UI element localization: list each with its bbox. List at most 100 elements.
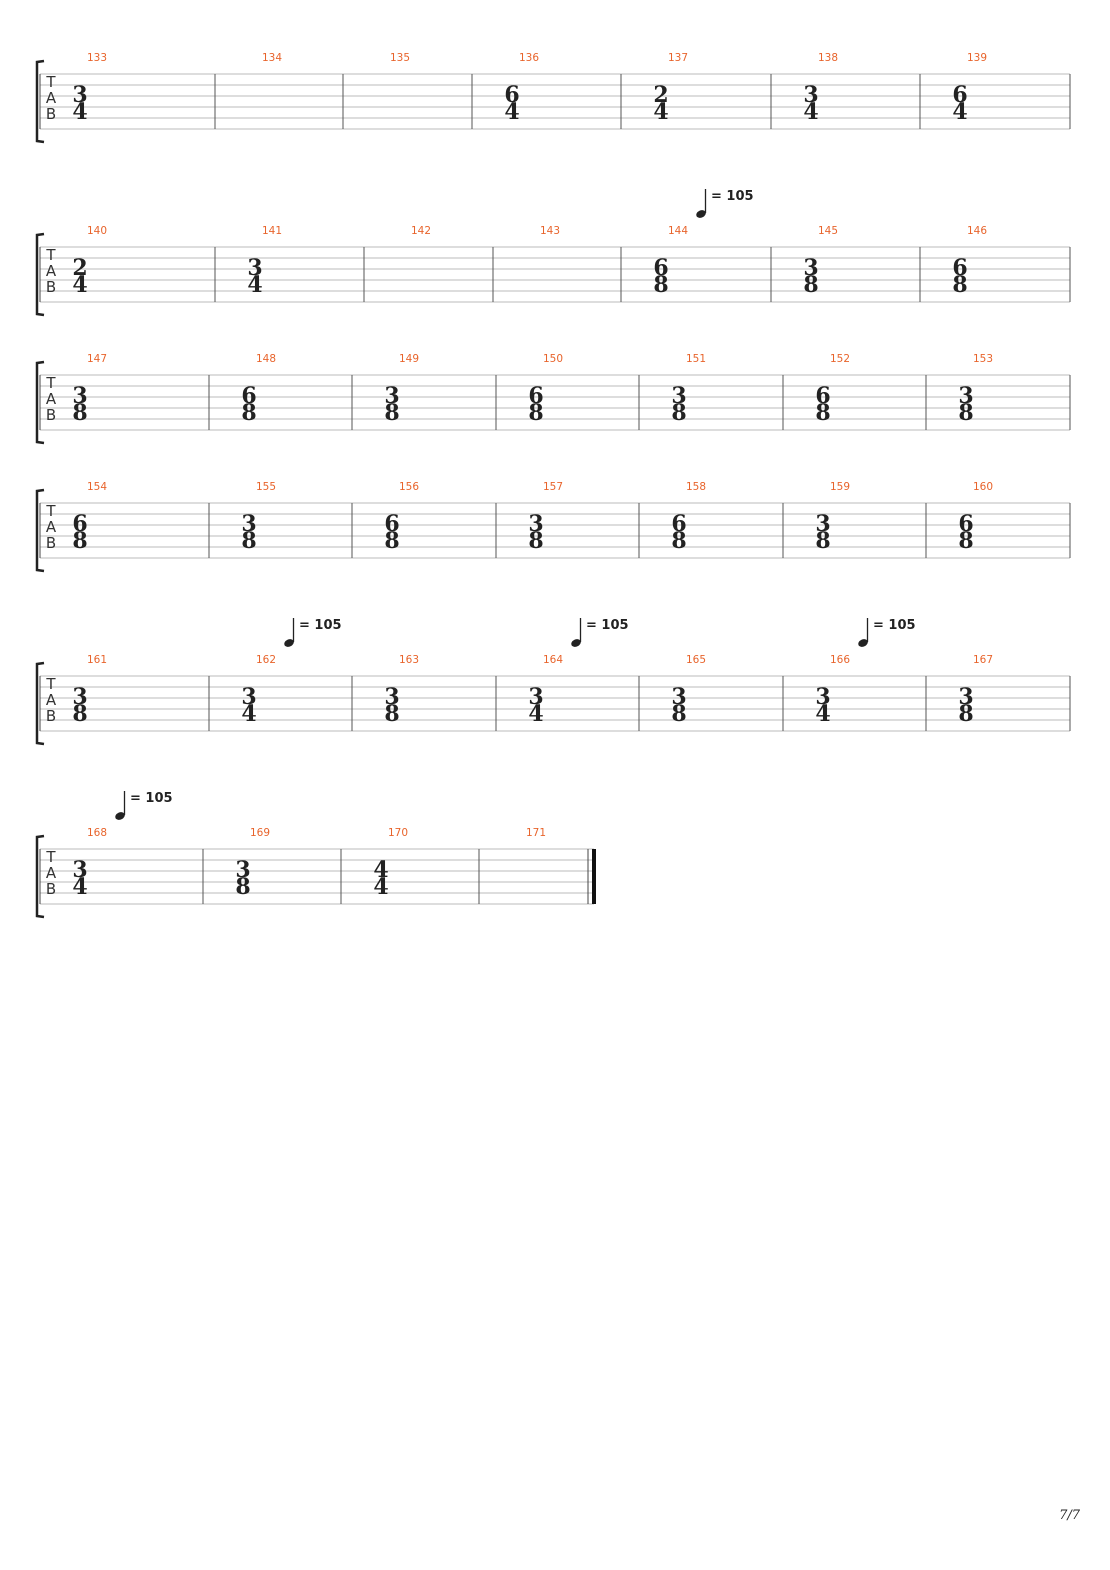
- time-signature-numerator: 6: [671, 511, 686, 537]
- tab-clef-letter: B: [46, 534, 56, 552]
- measure-number: 166: [830, 654, 850, 666]
- time-signature-numerator: 6: [952, 255, 967, 281]
- time-signature-numerator: 2: [653, 82, 668, 108]
- tab-clef-letter: A: [46, 262, 57, 280]
- time-signature-denominator: 8: [671, 528, 686, 554]
- quarter-note-icon: [696, 210, 706, 218]
- time-signature-numerator: 3: [671, 684, 686, 710]
- time-signature-numerator: 3: [72, 857, 87, 883]
- measure-number: 169: [250, 827, 270, 839]
- measure-number: 160: [973, 481, 993, 493]
- time-signature-numerator: 6: [528, 383, 543, 409]
- measure-number: 137: [668, 52, 688, 64]
- time-signature-denominator: 8: [815, 528, 830, 554]
- quarter-note-icon: [115, 812, 125, 820]
- time-signature-denominator: 4: [504, 99, 519, 125]
- tab-clef-letter: T: [45, 246, 56, 264]
- quarter-note-icon: [858, 639, 868, 647]
- measure-number: 145: [818, 225, 838, 237]
- measure-number: 141: [262, 225, 282, 237]
- time-signature-numerator: 3: [384, 383, 399, 409]
- time-signature-numerator: 3: [671, 383, 686, 409]
- time-signature-numerator: 4: [373, 857, 388, 883]
- page-number: 7/7: [1059, 1508, 1080, 1523]
- time-signature-numerator: 6: [504, 82, 519, 108]
- quarter-note-icon: [571, 639, 581, 647]
- measure-number: 168: [87, 827, 107, 839]
- tab-clef-letter: B: [46, 880, 56, 898]
- time-signature-numerator: 3: [72, 684, 87, 710]
- system-bracket: [35, 360, 45, 445]
- time-signature-denominator: 8: [671, 701, 686, 727]
- time-signature-numerator: 6: [72, 511, 87, 537]
- time-signature-numerator: 3: [528, 684, 543, 710]
- time-signature-numerator: 3: [815, 511, 830, 537]
- time-signature-denominator: 8: [815, 400, 830, 426]
- tempo-marking: = 105: [586, 618, 629, 633]
- time-signature-numerator: 3: [958, 383, 973, 409]
- measure-number: 156: [399, 481, 419, 493]
- measure-number: 139: [967, 52, 987, 64]
- tempo-marking: = 105: [711, 189, 754, 204]
- time-signature-denominator: 4: [653, 99, 668, 125]
- time-signature-denominator: 8: [958, 701, 973, 727]
- time-signature-numerator: 6: [815, 383, 830, 409]
- measure-number: 149: [399, 353, 419, 365]
- tab-clef-letter: A: [46, 864, 57, 882]
- time-signature-denominator: 4: [72, 99, 87, 125]
- tab-clef-letter: A: [46, 390, 57, 408]
- time-signature-denominator: 8: [241, 400, 256, 426]
- time-signature-denominator: 8: [803, 272, 818, 298]
- time-signature-denominator: 4: [72, 272, 87, 298]
- tempo-marking: = 105: [130, 791, 173, 806]
- time-signature-numerator: 3: [241, 511, 256, 537]
- time-signature-numerator: 3: [72, 383, 87, 409]
- measure-number: 164: [543, 654, 563, 666]
- time-signature-numerator: 3: [815, 684, 830, 710]
- time-signature-numerator: 3: [241, 684, 256, 710]
- measure-number: 154: [87, 481, 107, 493]
- time-signature-numerator: 6: [952, 82, 967, 108]
- measure-number: 146: [967, 225, 987, 237]
- tab-clef-letter: T: [45, 374, 56, 392]
- time-signature-numerator: 3: [247, 255, 262, 281]
- measure-number: 167: [973, 654, 993, 666]
- measure-number: 153: [973, 353, 993, 365]
- measure-number: 155: [256, 481, 276, 493]
- time-signature-denominator: 8: [72, 701, 87, 727]
- time-signature-denominator: 8: [653, 272, 668, 298]
- measure-number: 133: [87, 52, 107, 64]
- measure-number: 162: [256, 654, 276, 666]
- time-signature-denominator: 4: [952, 99, 967, 125]
- tab-clef-letter: A: [46, 518, 57, 536]
- tab-clef-letter: T: [45, 502, 56, 520]
- time-signature-numerator: 3: [803, 82, 818, 108]
- measure-number: 135: [390, 52, 410, 64]
- measure-number: 148: [256, 353, 276, 365]
- tab-clef-letter: B: [46, 278, 56, 296]
- measure-number: 143: [540, 225, 560, 237]
- tab-clef-letter: T: [45, 848, 56, 866]
- time-signature-numerator: 6: [653, 255, 668, 281]
- tab-clef-letter: T: [45, 675, 56, 693]
- time-signature-denominator: 4: [528, 701, 543, 727]
- time-signature-numerator: 2: [72, 255, 87, 281]
- time-signature-numerator: 6: [384, 511, 399, 537]
- measure-number: 147: [87, 353, 107, 365]
- measure-number: 171: [526, 827, 546, 839]
- tab-clef-letter: A: [46, 691, 57, 709]
- measure-number: 159: [830, 481, 850, 493]
- time-signature-denominator: 8: [958, 528, 973, 554]
- time-signature-denominator: 8: [384, 701, 399, 727]
- measure-number: 144: [668, 225, 688, 237]
- system-bracket: [35, 232, 45, 317]
- time-signature-denominator: 4: [373, 874, 388, 900]
- measure-number: 161: [87, 654, 107, 666]
- measure-number: 151: [686, 353, 706, 365]
- measure-number: 140: [87, 225, 107, 237]
- tempo-marking: = 105: [873, 618, 916, 633]
- measure-number: 142: [411, 225, 431, 237]
- measure-number: 136: [519, 52, 539, 64]
- time-signature-numerator: 6: [958, 511, 973, 537]
- measure-number: 158: [686, 481, 706, 493]
